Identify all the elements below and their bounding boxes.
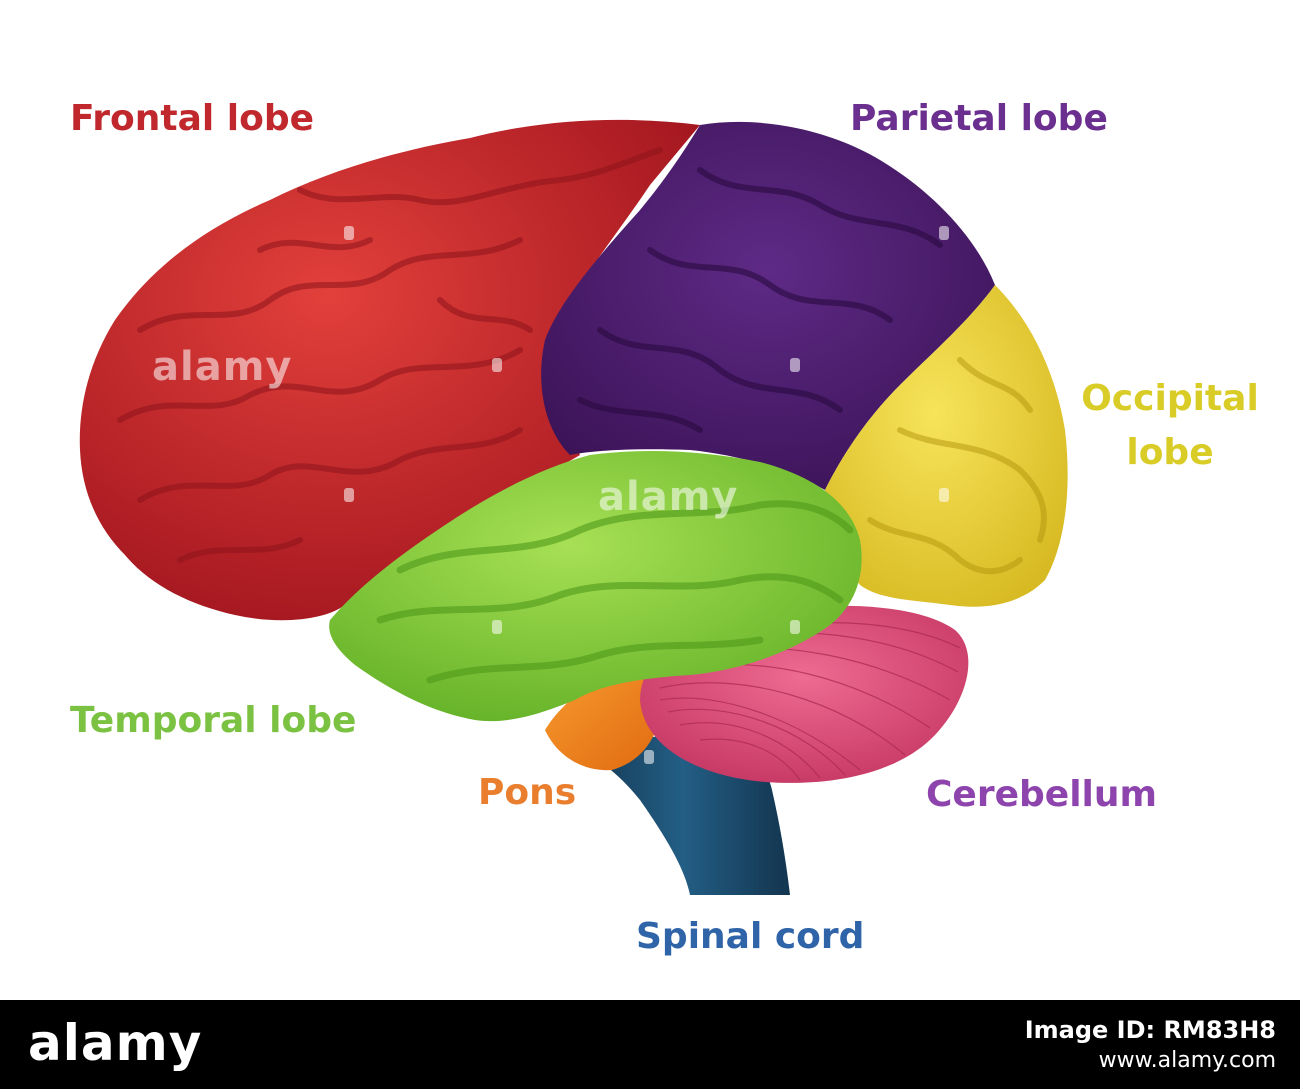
parietal-gyri — [577, 167, 943, 433]
watermark-dot — [492, 620, 502, 634]
image-id: Image ID: RM83H8 — [1024, 1016, 1276, 1044]
image-meta: Image ID: RM83H8 www.alamy.com — [1025, 1014, 1276, 1076]
watermark-dot — [492, 358, 502, 372]
label-occipital-lobe: Occipital lobe — [1080, 372, 1260, 480]
occipital-gyri — [867, 357, 1047, 575]
label-spinal-cord: Spinal cord — [636, 916, 865, 957]
frontal-gyri — [117, 147, 663, 563]
label-parietal-lobe: Parietal lobe — [850, 98, 1108, 139]
watermark-dot — [644, 750, 654, 764]
watermark-text: alamy — [152, 344, 293, 390]
watermark-dot — [939, 488, 949, 502]
label-occipital-line1: Occipital — [1081, 378, 1259, 419]
label-frontal-lobe: Frontal lobe — [70, 98, 315, 139]
brain-illustration — [79, 119, 1068, 895]
label-cerebellum: Cerebellum — [926, 774, 1158, 815]
parietal-lobe-shape — [541, 121, 995, 490]
watermark-dot — [790, 358, 800, 372]
frontal-lobe-shape — [79, 119, 701, 621]
temporal-gyri — [376, 500, 854, 684]
watermark-dot — [790, 620, 800, 634]
label-pons: Pons — [478, 772, 577, 813]
watermark-text: alamy — [598, 474, 739, 520]
watermark-dot — [939, 226, 949, 240]
alamy-logo: alamy — [28, 1014, 203, 1072]
label-temporal-lobe: Temporal lobe — [70, 700, 357, 741]
stock-footer-bar: alamy Image ID: RM83H8 www.alamy.com — [0, 1000, 1300, 1089]
pons-shape — [545, 671, 661, 771]
watermark-dot — [344, 488, 354, 502]
watermark-dot — [344, 226, 354, 240]
site-url: www.alamy.com — [1098, 1048, 1276, 1074]
brain-diagram: alamy alamy Frontal lobe Parietal lobe O… — [70, 98, 1260, 957]
label-occipital-line2: lobe — [1126, 432, 1214, 473]
